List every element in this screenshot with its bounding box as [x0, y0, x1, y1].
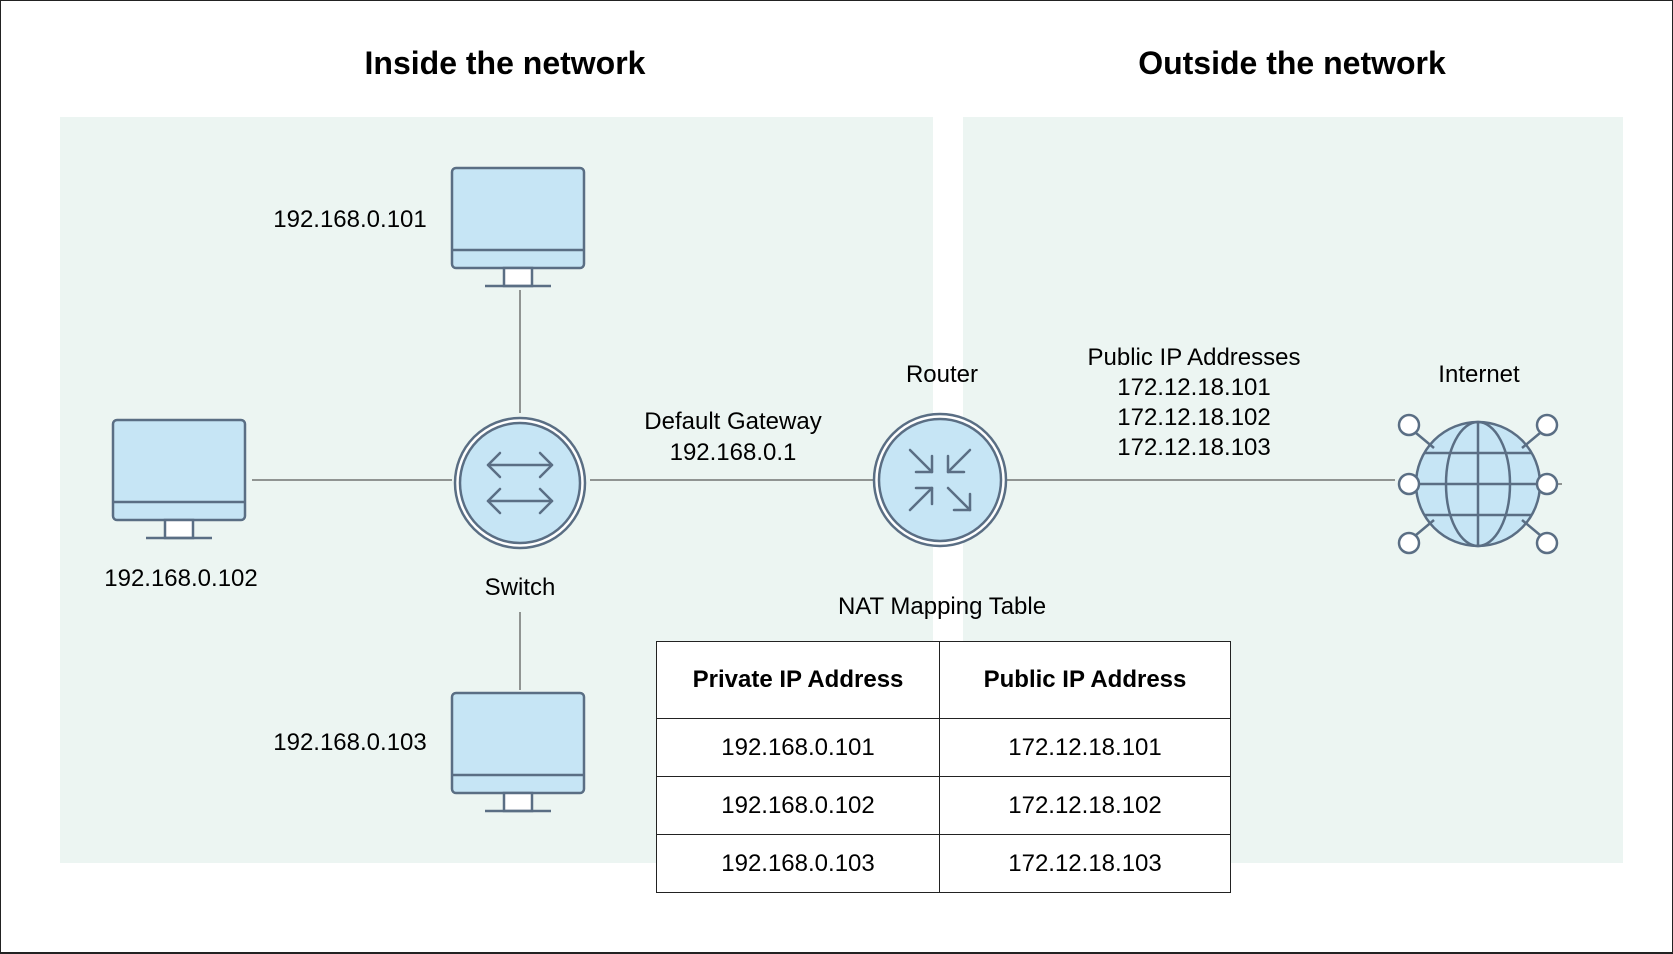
pc-left-monitor-icon: [111, 418, 247, 540]
default-gateway-title: Default Gateway: [644, 408, 821, 435]
nat-table-header-row: Private IP Address Public IP Address: [656, 641, 1231, 719]
globe-network-icon: [1397, 413, 1559, 555]
table-row: 192.168.0.102 172.12.18.102: [656, 776, 1231, 835]
pc-top-ip-label: 192.168.0.101: [273, 206, 426, 233]
nat-private-ip: 192.168.0.101: [656, 718, 940, 777]
nat-public-ip: 172.12.18.101: [939, 718, 1231, 777]
switch-label: Switch: [485, 574, 556, 601]
nat-table-title: NAT Mapping Table: [838, 593, 1046, 620]
switch-icon: [453, 416, 587, 550]
nat-private-ip: 192.168.0.102: [656, 776, 940, 835]
router-label: Router: [906, 361, 978, 388]
public-ip-item: 172.12.18.102: [1117, 404, 1270, 431]
pc-top-monitor-icon: [450, 166, 586, 288]
nat-header-private: Private IP Address: [656, 641, 940, 719]
outside-network-heading: Outside the network: [1138, 45, 1446, 81]
nat-private-ip: 192.168.0.103: [656, 834, 940, 893]
table-row: 192.168.0.101 172.12.18.101: [656, 718, 1231, 777]
nat-header-public: Public IP Address: [939, 641, 1231, 719]
public-ip-item: 172.12.18.103: [1117, 434, 1270, 461]
default-gateway-ip: 192.168.0.1: [670, 439, 797, 466]
inside-network-heading: Inside the network: [365, 45, 646, 81]
pc-bottom-monitor-icon: [450, 691, 586, 813]
public-ips-title: Public IP Addresses: [1087, 344, 1300, 371]
nat-public-ip: 172.12.18.102: [939, 776, 1231, 835]
nat-mapping-table: Private IP Address Public IP Address 192…: [656, 641, 1231, 893]
internet-label: Internet: [1438, 361, 1520, 388]
pc-left-ip-label: 192.168.0.102: [104, 565, 257, 592]
router-icon: [872, 412, 1008, 548]
table-row: 192.168.0.103 172.12.18.103: [656, 834, 1231, 893]
pc-bottom-ip-label: 192.168.0.103: [273, 729, 426, 756]
public-ip-item: 172.12.18.101: [1117, 374, 1270, 401]
nat-public-ip: 172.12.18.103: [939, 834, 1231, 893]
